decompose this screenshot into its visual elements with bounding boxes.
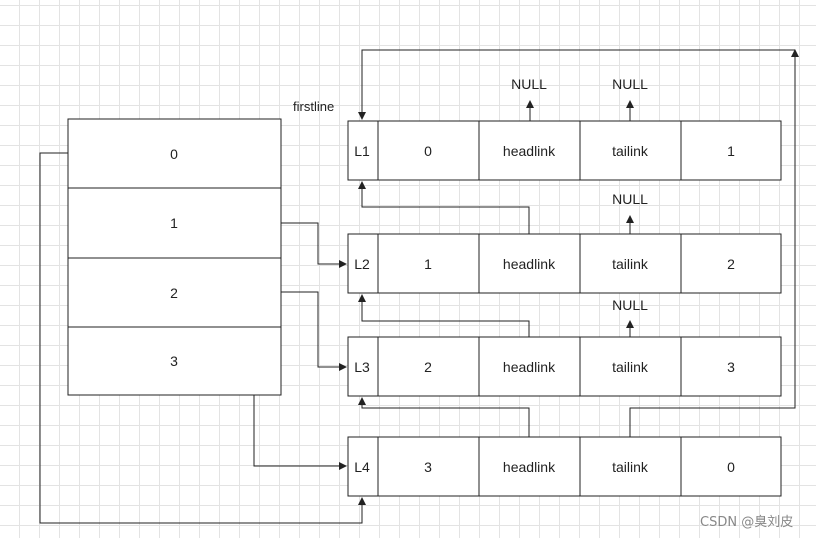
tailink-cell: [579, 120, 682, 181]
table-cell-3-text: 3: [170, 353, 178, 369]
last-value-label: 2: [727, 256, 735, 272]
null-label-head-1: NULL: [511, 76, 547, 92]
value-cell: [377, 336, 480, 397]
tailink-cell: [579, 436, 682, 497]
value-label: 0: [424, 143, 432, 159]
tailink-label: tailink: [612, 143, 649, 159]
arrow-to-l1: [358, 49, 795, 120]
watermark: CSDN @臭刘皮: [700, 515, 793, 530]
list-row-3: L3 2 headlink tailink 3: [347, 336, 782, 397]
tailink-cell: [579, 233, 682, 294]
tailink-cell: [579, 336, 682, 397]
headlink-label: headlink: [503, 256, 556, 272]
table-cell-2-text: 2: [170, 285, 178, 301]
table-cell-3: [67, 326, 282, 396]
table-cell-0: [67, 118, 282, 189]
last-value-label: 1: [727, 143, 735, 159]
headlink-cell: [478, 336, 581, 397]
table-cell-1-text: 1: [170, 215, 178, 231]
headlink-label: headlink: [503, 143, 556, 159]
null-label-tail-1: NULL: [612, 76, 648, 92]
table-cell-0-text: 0: [170, 146, 178, 162]
null-label-tail-3: NULL: [612, 297, 648, 313]
arrow-cell0-to-l4: [39, 152, 366, 524]
table-cell-2: [67, 257, 282, 328]
list-row-4: L4 3 headlink tailink 0: [347, 436, 782, 497]
tailink-label: tailink: [612, 256, 649, 272]
arrow-cell1-to-l2: [281, 222, 347, 268]
table-cell-1: [67, 187, 282, 259]
last-value-cell: [680, 120, 782, 181]
headlink-label: headlink: [503, 359, 556, 375]
value-cell: [377, 120, 480, 181]
arrow-head4-to-l3: [358, 397, 530, 437]
value-label: 3: [424, 459, 432, 475]
last-value-cell: [680, 436, 782, 497]
value-label: 2: [424, 359, 432, 375]
list-row-1: L1 0 headlink tailink 1: [347, 120, 782, 181]
value-label: 1: [424, 256, 432, 272]
arrow-cell3-to-l4: [253, 395, 347, 470]
headlink-cell: [478, 120, 581, 181]
tailink-label: tailink: [612, 459, 649, 475]
node-label: L2: [354, 256, 370, 272]
node-cell: [347, 120, 379, 181]
null-label-tail-2: NULL: [612, 191, 648, 207]
headlink-label: headlink: [503, 459, 556, 475]
list-row-2: L2 1 headlink tailink 2: [347, 233, 782, 294]
node-cell: [347, 436, 379, 497]
node-label: L3: [354, 359, 370, 375]
headlink-cell: [478, 233, 581, 294]
arrow-cell2-to-l3: [281, 291, 347, 371]
last-value-cell: [680, 336, 782, 397]
arrow-head2-to-l1: [358, 181, 530, 234]
index-table: 0 1 2 3: [67, 118, 282, 396]
last-value-label: 0: [727, 459, 735, 475]
last-value-label: 3: [727, 359, 735, 375]
node-label: L1: [354, 143, 370, 159]
arrow-head3-to-l2: [358, 294, 530, 337]
arrow-tail4-up: [629, 49, 799, 437]
last-value-cell: [680, 233, 782, 294]
value-cell: [377, 436, 480, 497]
node-cell: [347, 233, 379, 294]
firstline-label: firstline: [293, 99, 334, 114]
tailink-label: tailink: [612, 359, 649, 375]
node-label: L4: [354, 459, 370, 475]
